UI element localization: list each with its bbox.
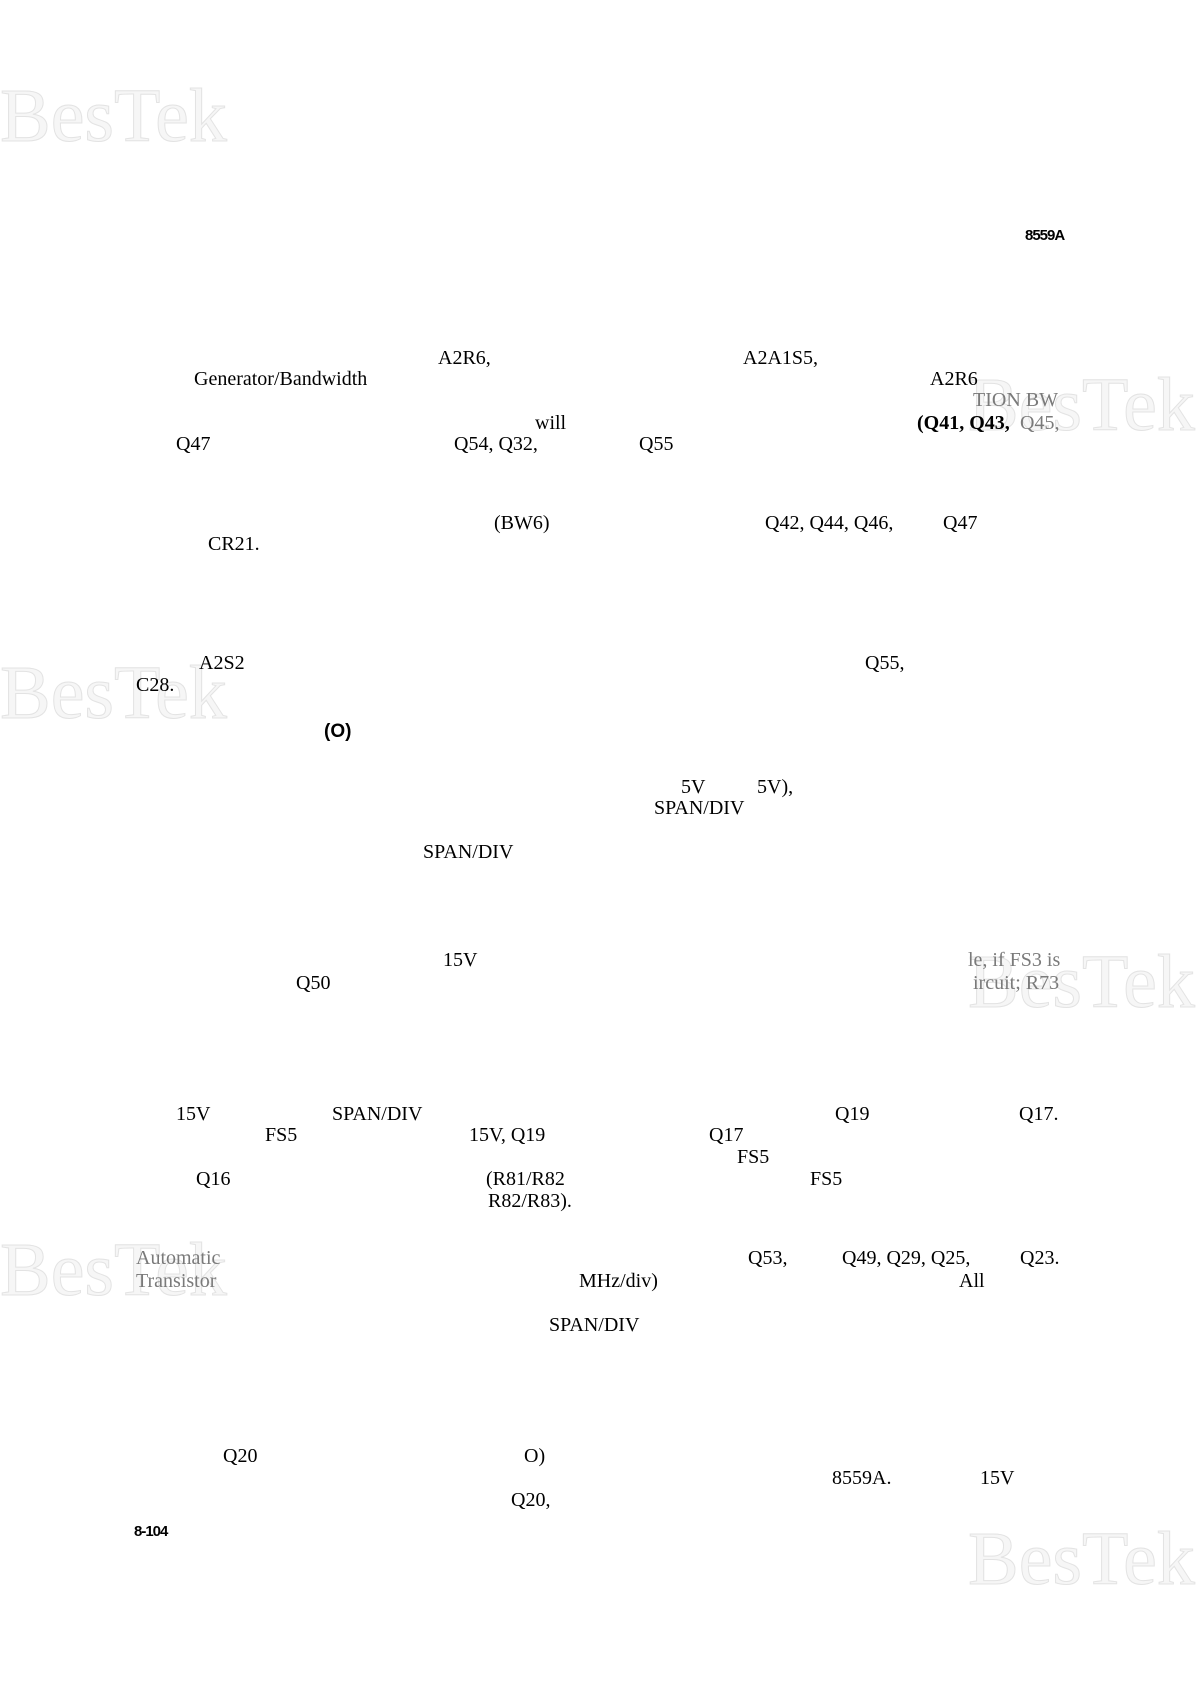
text-fragment: (O): [324, 721, 352, 742]
text-fragment: Q47: [176, 433, 211, 455]
text-fragment: 15V: [443, 949, 478, 971]
model-header: 8559A: [1025, 227, 1065, 244]
text-fragment: Q55: [639, 433, 674, 455]
text-fragment: (R81/R82: [486, 1168, 565, 1190]
text-fragment: MHz/div): [579, 1270, 658, 1292]
text-fragment: FS5: [265, 1124, 298, 1146]
text-fragment: FS5: [737, 1146, 770, 1168]
text-fragment: C28.: [136, 674, 175, 696]
text-fragment: Q53,: [748, 1247, 788, 1269]
text-fragment: 5V: [681, 776, 706, 798]
text-fragment: Q45,: [1020, 412, 1060, 434]
text-fragment: A2R6,: [438, 347, 491, 369]
text-fragment: SPAN/DIV: [423, 841, 514, 863]
text-fragment: Q47: [943, 512, 978, 534]
text-fragment: 5V),: [757, 776, 794, 798]
text-fragment: A2R6: [930, 368, 978, 390]
text-fragment: Q19: [835, 1103, 870, 1125]
watermark: BesTek: [0, 1228, 227, 1312]
text-fragment: 15V: [176, 1103, 211, 1125]
text-fragment: SPAN/DIV: [549, 1314, 640, 1336]
text-fragment: CR21.: [208, 533, 260, 555]
text-fragment: Q42, Q44, Q46,: [765, 512, 894, 534]
text-fragment: (Q41, Q43,: [917, 412, 1010, 434]
text-fragment: 8559A.: [832, 1467, 892, 1489]
text-fragment: SPAN/DIV: [654, 797, 745, 819]
text-fragment: Automatic: [136, 1247, 221, 1269]
text-fragment: Generator/Bandwidth: [194, 368, 368, 390]
watermark: BesTek: [0, 74, 227, 158]
text-fragment: All: [959, 1270, 985, 1292]
text-fragment: Q54, Q32,: [454, 433, 538, 455]
page-number: 8-104: [134, 1523, 168, 1540]
text-fragment: 15V, Q19: [469, 1124, 546, 1146]
text-fragment: Q55,: [865, 652, 905, 674]
text-fragment: O): [524, 1445, 546, 1467]
text-fragment: Q20: [223, 1445, 258, 1467]
text-fragment: (BW6): [494, 512, 550, 534]
text-fragment: Q17.: [1019, 1103, 1059, 1125]
watermark: BesTek: [968, 363, 1196, 447]
text-fragment: le, if FS3 is: [968, 949, 1061, 971]
text-fragment: A2S2: [199, 652, 245, 674]
text-fragment: SPAN/DIV: [332, 1103, 423, 1125]
watermark: BesTek: [968, 1517, 1196, 1601]
watermark: BesTek: [0, 651, 227, 735]
text-fragment: Q49, Q29, Q25,: [842, 1247, 971, 1269]
text-fragment: Q16: [196, 1168, 231, 1190]
text-fragment: Q50: [296, 972, 331, 994]
text-fragment: Q20,: [511, 1489, 551, 1511]
text-fragment: A2A1S5,: [743, 347, 819, 369]
text-fragment: R82/R83).: [488, 1190, 572, 1212]
text-fragment: 15V: [980, 1467, 1015, 1489]
text-fragment: Q23.: [1020, 1247, 1060, 1269]
text-fragment: Transistor: [136, 1270, 217, 1292]
text-fragment: FS5: [810, 1168, 843, 1190]
text-fragment: Q17: [709, 1124, 744, 1146]
text-fragment: will: [535, 412, 567, 434]
text-fragment: TION BW: [973, 389, 1058, 411]
text-fragment: ircuit; R73: [973, 972, 1060, 994]
watermark: BesTek: [968, 940, 1196, 1024]
